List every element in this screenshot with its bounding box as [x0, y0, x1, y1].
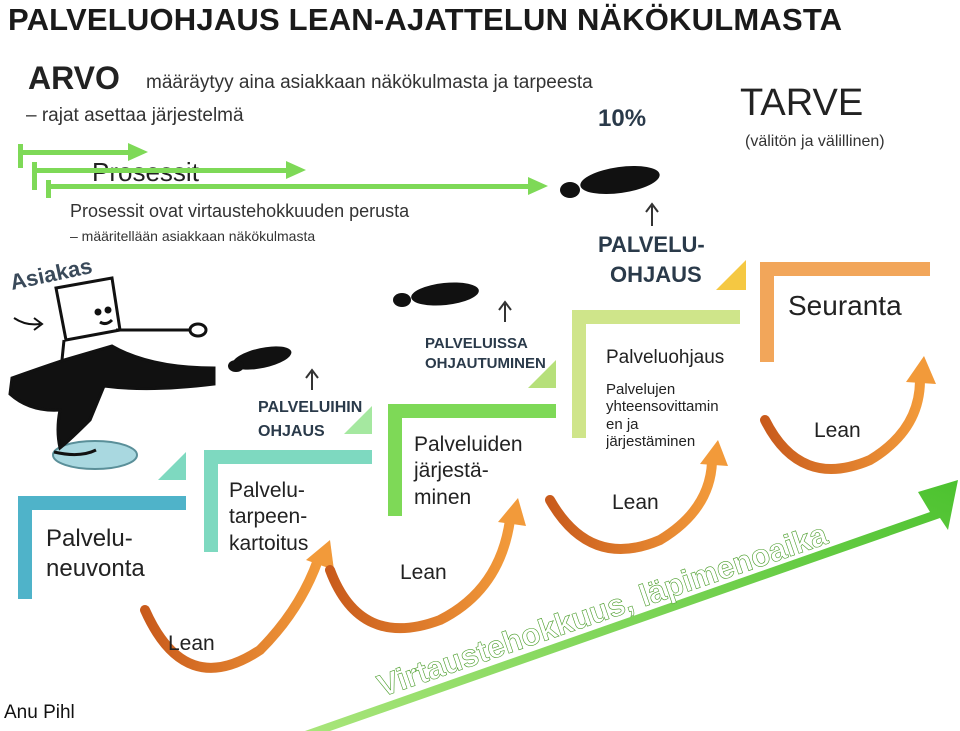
sketch-palveluissa: PALVELUISSA	[425, 335, 528, 352]
lean-label-4: Lean	[814, 419, 861, 442]
step-label-palvelutarpeenkartoitus: Palvelu- tarpeen- kartoitus	[229, 479, 309, 555]
sketch-palvelu: PALVELU-	[598, 232, 705, 257]
footprints	[228, 165, 660, 372]
step-palveluohjaus-shape	[572, 260, 746, 438]
arvo-description: määräytyy aina asiakkaan näkökulmasta ja…	[146, 72, 593, 93]
stairs	[18, 260, 930, 599]
lean-label-1: Lean	[168, 632, 215, 655]
lean-curves	[140, 356, 936, 673]
step-palvelutarpeenkartoitus-shape	[204, 406, 372, 552]
author-credit: Anu Pihl	[4, 702, 75, 723]
shoe-icon-3	[560, 165, 660, 198]
process-arrows	[18, 143, 548, 198]
prosessit-line2: – määritellään asiakkaan näkökulmasta	[70, 228, 316, 244]
lean-curve-2	[325, 498, 526, 634]
step-label-palveluneuvonta: Palvelu- neuvonta	[46, 525, 145, 582]
prosessit-line1: Prosessit ovat virtaustehokkuuden perust…	[70, 201, 410, 221]
process-arrow-2	[32, 161, 306, 190]
throughput-banner: Virtaustehokkuus, läpimenoaika	[305, 480, 958, 731]
arvo-heading: ARVO	[28, 60, 120, 96]
lean-curve-4	[760, 356, 936, 474]
up-arrow-icon-2	[498, 300, 512, 322]
sketch-palveluihin-ohjaus: OHJAUS	[258, 423, 325, 440]
step-sublabel-palveluohjaus: Palvelujen yhteensovittamin en ja järjes…	[606, 381, 719, 450]
shoe-icon-1	[228, 346, 292, 372]
lean-curve-1	[140, 540, 334, 673]
sketch-labels: PALVELUIHIN OHJAUS PALVELUISSA OHJAUTUMI…	[8, 105, 705, 440]
up-arrow-icon-1	[305, 368, 319, 390]
step-label-palveluohjaus: Palveluohjaus	[606, 347, 725, 368]
sketch-palveluihin: PALVELUIHIN	[258, 399, 362, 416]
step-label-seuranta: Seuranta	[788, 290, 902, 321]
step-label-palveluidenjarjestaminen: Palveluiden järjestä- minen	[414, 433, 523, 509]
sketch-ohjaus: OHJAUS	[610, 262, 702, 287]
step-seuranta-shape	[760, 262, 930, 362]
sketch-percent: 10%	[598, 105, 646, 132]
sketch-ohjautuminen: OHJAUTUMINEN	[425, 355, 546, 372]
step-palveluidenjarjestaminen-shape	[388, 360, 556, 516]
up-arrows	[305, 202, 659, 390]
tarve-subline: (välitön ja välillinen)	[745, 133, 885, 150]
shoe-icon-2	[393, 282, 479, 307]
page-title: PALVELUOHJAUS LEAN-AJATTELUN NÄKÖKULMAST…	[8, 2, 843, 37]
lean-label-3: Lean	[612, 491, 659, 514]
arvo-subline: – rajat asettaa järjestelmä	[26, 105, 244, 126]
lean-label-2: Lean	[400, 561, 447, 584]
lean-curve-3	[545, 440, 728, 554]
tarve-heading: TARVE	[740, 82, 864, 124]
customer-figure-icon	[8, 276, 216, 470]
process-arrow-3	[46, 177, 548, 198]
up-arrow-icon-3	[645, 202, 659, 226]
process-arrow-1	[18, 143, 148, 168]
step-palveluneuvonta-shape	[18, 452, 186, 599]
